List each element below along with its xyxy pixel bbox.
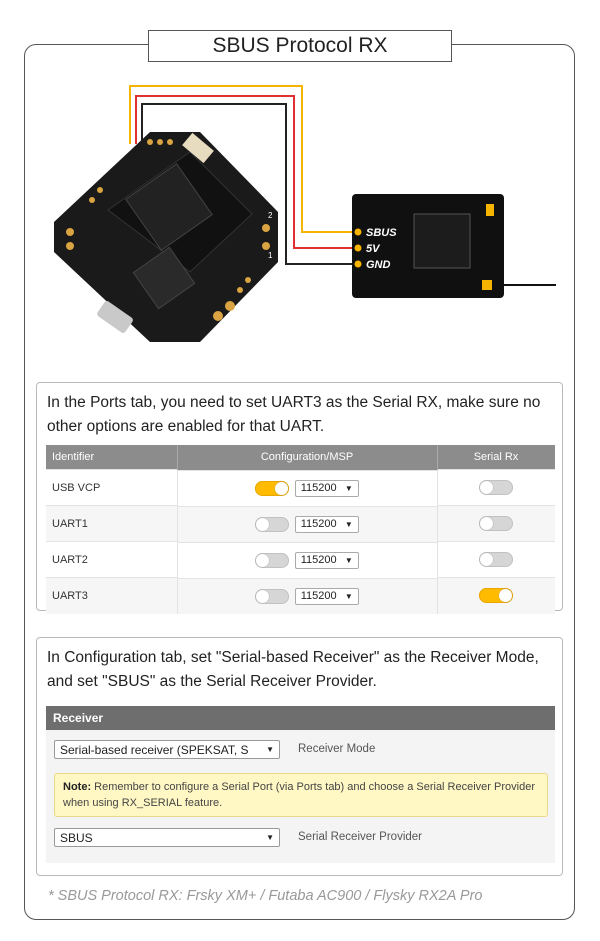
table-row: USB VCP 115200▼ [46, 469, 555, 506]
page-title: SBUS Protocol RX [148, 30, 452, 62]
serial-rx-toggle[interactable] [478, 480, 513, 495]
ports-table: Identifier Configuration/MSP Serial Rx U… [46, 445, 555, 614]
msp-toggle[interactable] [254, 516, 289, 532]
wiring-diagram: 4 2 3 1 SBUS 5V GND [48, 85, 556, 342]
ports-instructions: In the Ports tab, you need to set UART3 … [47, 394, 541, 435]
serial-rx-toggle[interactable] [478, 588, 513, 604]
col-configuration-msp: Configuration/MSP [177, 445, 438, 470]
receiver-header: Receiver [46, 706, 555, 730]
col-identifier: Identifier [46, 445, 178, 470]
chevron-down-icon: ▼ [344, 519, 353, 529]
footnote: * SBUS Protocol RX: Frsky XM+ / Futaba A… [48, 888, 483, 904]
baud-select[interactable]: 115200▼ [294, 479, 359, 497]
baud-select[interactable]: 115200▼ [294, 551, 359, 569]
receiver-provider-select[interactable]: SBUS ▼ [54, 828, 280, 847]
receiver-mode-select[interactable]: Serial-based receiver (SPEKSAT, S ▼ [54, 740, 280, 759]
chevron-down-icon: ▼ [344, 591, 353, 601]
baud-select[interactable]: 115200▼ [294, 515, 359, 533]
board-mark-4: 1 [268, 251, 273, 260]
receiver-provider-label: Serial Receiver Provider [298, 831, 422, 843]
chevron-down-icon: ▼ [344, 483, 353, 493]
note-box: Note: Remember to configure a Serial Por… [54, 773, 548, 817]
chevron-down-icon: ▼ [266, 833, 274, 842]
board-mark-2: 2 [268, 211, 273, 220]
baud-select[interactable]: 115200▼ [294, 587, 359, 605]
configuration-panel: In Configuration tab, set "Serial-based … [36, 637, 563, 876]
5v-wire [135, 95, 358, 249]
msp-toggle[interactable] [254, 588, 289, 604]
sbus-wire [129, 85, 358, 233]
chevron-down-icon: ▼ [344, 555, 353, 565]
receiver-module: SBUS 5V GND [352, 194, 556, 298]
table-row: UART3 115200▼ [46, 577, 555, 614]
msp-toggle[interactable] [254, 552, 289, 568]
port-identifier: UART2 [46, 541, 178, 578]
table-row: UART1 115200▼ [46, 505, 555, 542]
port-identifier: USB VCP [46, 469, 178, 506]
ports-panel: In the Ports tab, you need to set UART3 … [36, 382, 563, 614]
receiver-mode-label: Receiver Mode [298, 743, 376, 755]
note-title: Note: [63, 781, 92, 793]
serial-rx-toggle[interactable] [478, 516, 513, 531]
table-row: UART2 115200▼ [46, 541, 555, 578]
pin-label-5v: 5V [366, 243, 381, 255]
flight-controller-board: 4 2 3 1 [48, 132, 278, 342]
note-text: Remember to configure a Serial Port (via… [63, 781, 535, 809]
chevron-down-icon: ▼ [266, 745, 274, 754]
col-serial-rx: Serial Rx [437, 445, 555, 470]
pin-label-sbus: SBUS [366, 227, 397, 239]
board-mark-1: 4 [48, 227, 53, 236]
serial-rx-toggle[interactable] [478, 552, 513, 567]
pin-label-gnd: GND [366, 259, 391, 271]
msp-toggle[interactable] [254, 480, 289, 496]
configuration-instructions: In Configuration tab, set "Serial-based … [47, 649, 539, 690]
gnd-wire [141, 103, 358, 265]
port-identifier: UART1 [46, 505, 178, 542]
port-identifier: UART3 [46, 577, 178, 614]
board-mark-3: 3 [50, 255, 55, 264]
receiver-section: Serial-based receiver (SPEKSAT, S ▼ Rece… [46, 730, 555, 863]
